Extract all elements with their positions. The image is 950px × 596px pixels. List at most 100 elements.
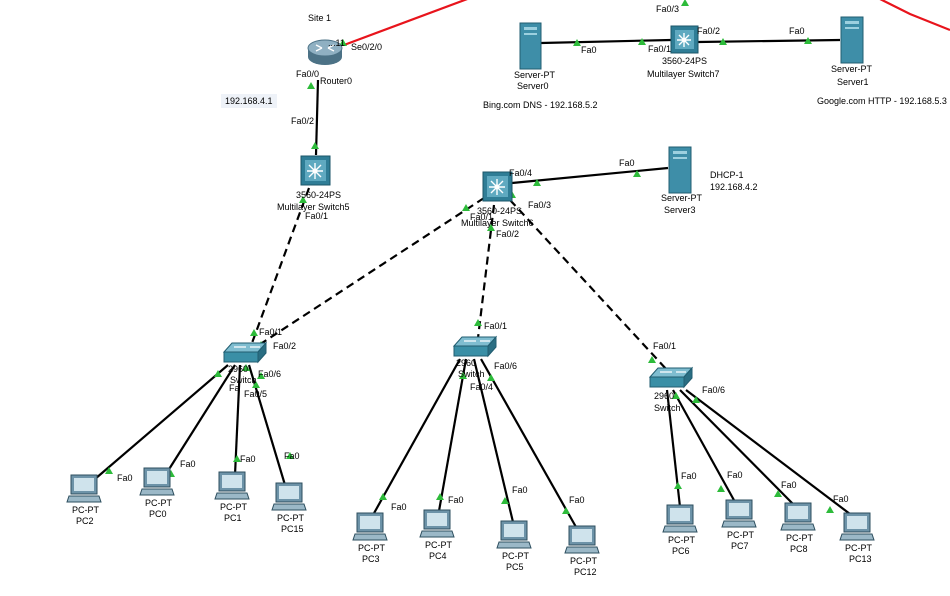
link-swa-pc1[interactable]	[233, 364, 242, 476]
link-up-indicator	[462, 204, 470, 211]
link-up-indicator	[717, 485, 725, 492]
router0-model-label: ...11	[328, 38, 345, 48]
port-label-msw6-fa04: Fa0/4	[509, 168, 532, 178]
link-msw6-server3[interactable]	[511, 166, 669, 185]
port-label-swb-fa06: Fa0/6	[494, 361, 517, 371]
port-label-server0-fa0: Fa0	[581, 45, 597, 55]
pc4-name-label: PC4	[429, 551, 447, 561]
link-up-indicator	[233, 455, 241, 462]
server3[interactable]: Server-PT Server3	[661, 146, 703, 215]
switch-c[interactable]: 2960 Switch	[648, 366, 694, 413]
link-up-indicator	[573, 39, 581, 46]
link-up-indicator	[307, 82, 315, 89]
port-label-swa-fa01: Fa0/1	[259, 327, 282, 337]
port-label-swa-fa: Fa	[229, 383, 240, 393]
switch-b-model-label: 2960	[456, 358, 476, 368]
pc1-name-label: PC1	[224, 513, 242, 523]
switch-c-model-label: 2960	[654, 391, 674, 401]
link-up-indicator	[681, 0, 689, 6]
link-up-indicator	[214, 370, 222, 377]
server3-name-label: Server3	[664, 205, 696, 215]
link-r0-msw5[interactable]	[314, 79, 320, 156]
msw6-model-label: 3560-24PS	[477, 206, 522, 216]
multilayer-switch-icon	[482, 171, 513, 202]
link-msw6-swa[interactable]	[261, 197, 485, 344]
link-up-indicator	[250, 329, 258, 336]
pc12-name-label: PC12	[574, 567, 597, 577]
server1[interactable]: Server-PT Server1	[831, 16, 873, 87]
port-label-msw7-fa03: Fa0/3	[656, 4, 679, 14]
link-swc-pc13[interactable]	[685, 389, 851, 515]
switch-a[interactable]: 2960 Switch	[222, 341, 268, 385]
port-label-swa-fa02: Fa0/2	[273, 341, 296, 351]
pc7-model-label: PC-PT	[727, 530, 755, 540]
pc8-name-label: PC8	[790, 544, 808, 554]
multilayer-switch6[interactable]: 3560-24PS Multilayer Switch6	[461, 171, 534, 228]
port-label-msw6-fa01: Fa0/1	[470, 212, 493, 222]
link-msw7-server1[interactable]	[697, 38, 841, 44]
link-up-indicator	[105, 467, 113, 474]
port-label-msw5-fa02: Fa0/2	[291, 116, 314, 126]
multilayer-switch7[interactable]: 3560-24PS Multilayer Switch7	[647, 25, 720, 79]
pc-icon	[214, 471, 250, 500]
link-up-indicator	[774, 490, 782, 497]
link-msw6-swb[interactable]	[476, 204, 496, 339]
pc6-model-label: PC-PT	[668, 535, 696, 545]
port-label-swb-fa01: Fa0/1	[484, 321, 507, 331]
port-labels: Se0/2/0 Fa0/0 Fa0/2 Fa0/1 Fa0/4 Fa0/1 Fa…	[117, 4, 849, 512]
serial-links	[343, 0, 950, 47]
port-label-pc8-fa0: Fa0	[781, 480, 797, 490]
port-label-swa-fa06: Fa0/6	[258, 369, 281, 379]
port-label-swa-fa05: Fa0/5	[244, 389, 267, 399]
link-up-indicator	[692, 396, 700, 403]
serial-link-left[interactable]	[343, 0, 470, 47]
link-swc-pc8[interactable]	[679, 389, 796, 507]
port-label-msw6-fa02: Fa0/2	[496, 229, 519, 239]
link-up-indicator	[487, 374, 495, 381]
link-swb-pc3[interactable]	[372, 358, 461, 516]
link-swa-pc0[interactable]	[165, 364, 236, 475]
pc2-model-label: PC-PT	[72, 505, 100, 515]
link-swc-pc7[interactable]	[672, 389, 736, 503]
switch-icon	[648, 366, 694, 389]
link-swa-pc2[interactable]	[94, 364, 229, 480]
router0[interactable]: ...11 Router0	[307, 38, 352, 86]
serial-link-right[interactable]	[878, 0, 950, 32]
link-swb-pc12[interactable]	[480, 358, 577, 528]
link-swb-pc5[interactable]	[472, 358, 515, 523]
link-msw6-swc[interactable]	[509, 199, 669, 372]
pc-icon	[564, 525, 600, 554]
pc1-model-label: PC-PT	[220, 502, 248, 512]
msw6-name-label: Multilayer Switch6	[461, 218, 534, 228]
link-up-indicator	[674, 482, 682, 489]
switch-b[interactable]: 2960 Switch	[452, 335, 498, 379]
msw5-name-label: Multilayer Switch5	[277, 202, 350, 212]
link-msw5-swa[interactable]	[250, 187, 311, 344]
multilayer-switch5[interactable]: 3560-24PS Multilayer Switch5	[277, 155, 350, 212]
router0-name-label: Router0	[320, 76, 352, 86]
link-up-indicator	[533, 179, 541, 186]
pc8-model-label: PC-PT	[786, 533, 814, 543]
link-swb-pc4[interactable]	[437, 358, 468, 512]
dhcp-ip-note: 192.168.4.2	[710, 182, 758, 192]
pc-icon	[721, 499, 757, 528]
server0[interactable]: Server-PT Server0	[514, 22, 556, 91]
port-label-pc6-fa0: Fa0	[681, 471, 697, 481]
link-server0-msw7[interactable]	[540, 38, 672, 45]
router-icon	[307, 39, 343, 65]
port-label-se020: Se0/2/0	[351, 42, 382, 52]
pc-icon	[780, 502, 816, 531]
